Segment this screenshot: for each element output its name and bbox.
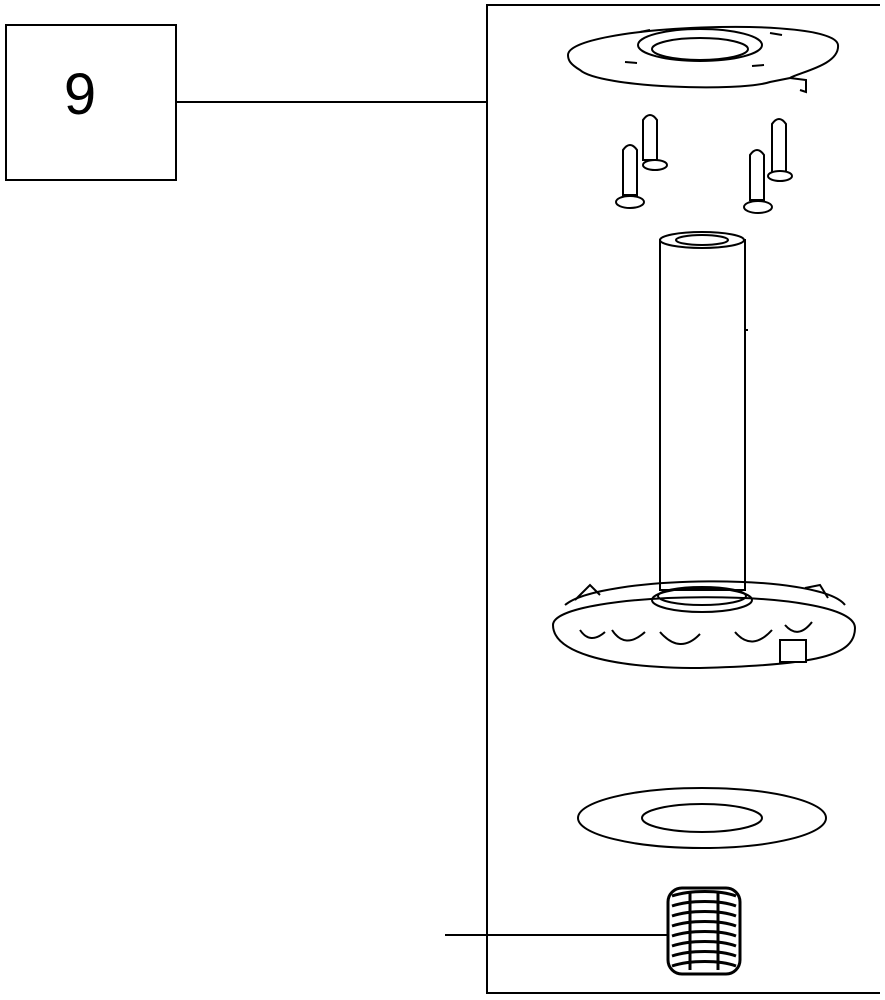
vertical-tube (659, 231, 748, 591)
flat-washer (577, 787, 827, 849)
base-bearing-ring (551, 580, 857, 670)
callout-frame (5, 24, 177, 181)
screw (767, 118, 793, 182)
screw (642, 114, 668, 171)
screw (615, 144, 645, 209)
screw (743, 149, 773, 214)
callout-label: 9 (64, 62, 96, 127)
coil-spring (666, 886, 742, 976)
callout-box: 9 (5, 24, 177, 181)
upper-flange-disc (566, 25, 840, 94)
assembly-bracket (486, 4, 880, 994)
